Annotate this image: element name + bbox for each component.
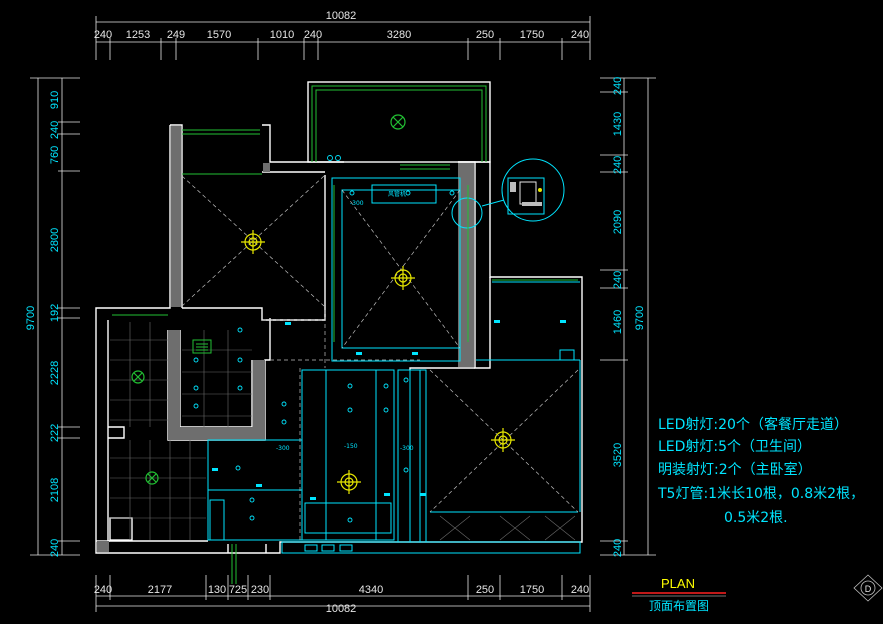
ceiling-lamp-icon [131, 370, 145, 384]
right-dim-5: 240 [612, 271, 624, 289]
right-overall-dimension: 9700 [634, 306, 646, 330]
note-line-3: 明装射灯:2个（主卧室） [658, 461, 812, 478]
top-dim-3: 249 [167, 29, 185, 41]
bottom-dim-2: 2177 [148, 584, 172, 596]
left-dim-2: 240 [49, 121, 61, 139]
right-dim-7: 3520 [612, 443, 624, 467]
height-mark-1: -300 [350, 200, 364, 207]
note-line-2: LED射灯:5个（卫生间） [658, 439, 811, 455]
spot-light-icons [193, 155, 455, 523]
left-dim-4: 2800 [49, 228, 61, 252]
note-line-4: T5灯管:1米长10根，0.8米2根， [657, 486, 864, 502]
right-dim-8: 240 [612, 539, 624, 557]
bottom-dim-5: 230 [251, 584, 269, 596]
left-dim-6: 2228 [49, 361, 61, 385]
top-dim-7: 3280 [387, 29, 411, 41]
left-overall-dimension: 9700 [25, 306, 37, 330]
right-dim-1: 240 [612, 77, 624, 95]
kitchen-tile-grid [110, 322, 576, 541]
top-dim-10: 240 [571, 29, 589, 41]
chandelier-icon [391, 266, 415, 290]
left-dim-8: 2108 [49, 478, 61, 502]
note-line-5: 0.5米2根. [724, 510, 788, 526]
height-mark-4: -300 [400, 445, 414, 452]
detail-callout [510, 181, 542, 206]
bottom-dim-7: 250 [476, 584, 494, 596]
right-dimension-chain [600, 77, 656, 556]
left-dim-7: 222 [49, 424, 61, 442]
bottom-dim-3: 130 [208, 584, 226, 596]
top-dim-6: 240 [304, 29, 322, 41]
left-dim-3: 760 [49, 146, 61, 164]
chandelier-icon [491, 428, 515, 452]
light-strips [112, 85, 578, 584]
ceiling-lamp-icon [390, 114, 406, 130]
ceiling-diagonals [181, 175, 579, 540]
left-dim-9: 240 [49, 539, 61, 557]
air-duct-unit-label: 风管机 [388, 190, 406, 198]
plan-title: PLAN [661, 576, 695, 591]
top-dim-1: 240 [94, 29, 112, 41]
height-mark-2: -300 [276, 445, 290, 452]
ceiling-lamp-icon [145, 471, 159, 485]
drawing-subtitle: 顶面布置图 [649, 599, 709, 613]
top-dim-5: 1010 [270, 29, 294, 41]
height-mark-3: -150 [344, 443, 358, 450]
top-overall-dimension: 10082 [326, 10, 357, 22]
compass-letter: D [865, 584, 872, 594]
right-dim-4: 2090 [612, 210, 624, 234]
compass-icon [853, 574, 883, 602]
vent-icon [192, 339, 212, 354]
fixture-marks [212, 320, 566, 500]
note-line-1: LED射灯:20个（客餐厅走道） [658, 416, 848, 433]
wall-fills [97, 126, 474, 552]
right-dim-2: 1430 [612, 112, 624, 136]
bottom-dim-1: 240 [94, 584, 112, 596]
top-dim-2: 1253 [126, 29, 150, 41]
top-dim-8: 250 [476, 29, 494, 41]
top-dim-4: 1570 [207, 29, 231, 41]
left-dim-5: 192 [49, 304, 61, 322]
bottom-dim-4: 725 [229, 584, 247, 596]
bottom-dim-6: 4340 [359, 584, 383, 596]
bottom-dim-9: 240 [571, 584, 589, 596]
right-dim-6: 1460 [612, 310, 624, 334]
top-dim-9: 1750 [520, 29, 544, 41]
ceiling-outlines [207, 158, 581, 554]
right-dim-3: 240 [612, 156, 624, 174]
bottom-overall-dimension: 10082 [326, 603, 357, 615]
bottom-dim-8: 1750 [520, 584, 544, 596]
chandelier-icon [241, 230, 265, 254]
left-dimension-chain [30, 77, 80, 556]
top-dimension-chain [95, 16, 591, 60]
left-dim-1: 910 [49, 91, 61, 109]
chandelier-icon [337, 470, 361, 494]
bottom-dimension-chain [95, 575, 591, 612]
